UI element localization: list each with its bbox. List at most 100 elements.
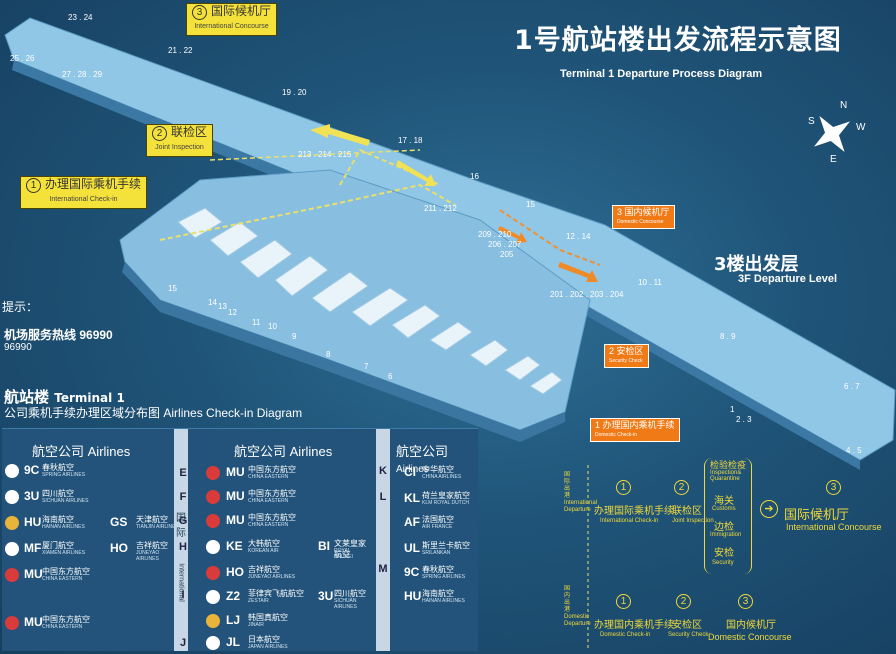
airline-cn: 海南航空 <box>422 589 454 598</box>
airline-code-2: BI <box>318 539 330 553</box>
ocallout-num: 2 <box>609 346 615 356</box>
gate-label: 16 <box>470 172 479 181</box>
airline-cn: 法国航空 <box>422 515 454 524</box>
route-arrow-4 <box>498 226 527 243</box>
gate-label: 213 . 214 . 215 <box>298 150 352 159</box>
diagram-en: Airlines Check-in Diagram <box>163 406 303 420</box>
counter-number: 10 <box>268 322 277 331</box>
international-label: International <box>177 563 185 602</box>
airline-cn: 韩国真航空 <box>248 613 288 622</box>
counter-letter: H <box>179 541 187 553</box>
gate-label: 23 . 24 <box>68 13 93 22</box>
flow-step-en: International Concourse <box>786 522 882 532</box>
airline-en: CHINA EASTERN <box>248 474 289 480</box>
airline-code: CI <box>404 465 416 479</box>
airline-logo-icon <box>206 514 220 528</box>
airline-code: 3U <box>24 489 40 503</box>
callout-cn: 联检区 <box>171 125 208 139</box>
terminal-en: Terminal 1 <box>54 391 125 405</box>
airline-en: CHINA EASTERN <box>42 576 83 582</box>
check-cn: 检验检疫 <box>710 460 747 470</box>
compass-w: W <box>856 122 866 133</box>
airline-en: SICHUAN AIRLINES <box>42 498 89 504</box>
gate-label: 205 <box>500 250 514 259</box>
airline-en: CHINA AIRLINES <box>422 474 462 480</box>
airline-cn: 中国东方航空 <box>42 567 90 576</box>
airline-en-2: TIANJIN AIRLINES <box>136 524 179 530</box>
tip-label: 提示： <box>2 300 39 314</box>
counter-number: 15 <box>168 284 177 293</box>
flow-vertical-intl: 国际出港 International Departure <box>564 472 598 513</box>
flow-step-num: 2 <box>676 594 691 609</box>
route-arrow-2 <box>396 160 436 186</box>
international-cn: 国际 <box>176 513 186 539</box>
airline-logo-icon <box>206 490 220 504</box>
counter-number: 11 <box>252 318 261 327</box>
airline-code: MU <box>226 513 245 527</box>
airline-cn: 厦门航空 <box>42 541 74 550</box>
gate-label: 15 <box>526 200 535 209</box>
airline-code: HU <box>24 515 42 529</box>
gate-label: 19 . 20 <box>282 88 307 97</box>
check-cn: 海关 <box>714 496 734 507</box>
compass-s: S <box>808 116 815 127</box>
airline-en: JUNEYAO AIRLINES <box>248 574 296 580</box>
airline-en: HAINAN AIRLINES <box>42 524 85 530</box>
flow-step-en: Security Check <box>668 632 709 638</box>
airline-code-2: 3U <box>318 589 334 603</box>
airline-code: HU <box>404 589 422 603</box>
counter-letter: I <box>181 589 185 601</box>
ocallout-en: Domestic Concourse <box>617 219 664 225</box>
counter-number: 14 <box>208 298 217 307</box>
flow-step-cn: 办理国际乘机手续 <box>594 506 674 517</box>
legend-header: 航空公司 Airlines <box>234 441 332 460</box>
airline-cn: 日本航空 <box>248 635 280 644</box>
airline-logo-icon <box>206 590 220 604</box>
airline-en: CHINA EASTERN <box>42 624 83 630</box>
flow-step-cn: 国际候机厅 <box>784 507 850 522</box>
airline-en-2: SICHUAN AIRLINES <box>334 598 357 610</box>
gate-label: 209 . 210 <box>478 230 512 239</box>
flow-step-cn: 安检区 <box>672 620 702 631</box>
counter-number: 9 <box>292 332 297 341</box>
airline-cn: 春秋航空 <box>422 565 454 574</box>
counter-letter: M <box>378 563 388 575</box>
airline-en: ZESTAIR <box>248 598 269 604</box>
gate-label: 211 . 212 <box>424 204 457 213</box>
intl-route-3 <box>209 149 421 161</box>
callout-num: 1 <box>26 178 41 193</box>
check-cn: 边检 <box>714 522 734 533</box>
route-arrow-1 <box>310 124 370 146</box>
callout-num: 2 <box>152 126 167 141</box>
airline-en-2: ROYAL BRUNEI <box>334 548 353 560</box>
flow-step-cn: 联检区 <box>672 506 702 517</box>
hotline-number: 96990 <box>79 328 113 342</box>
airline-cn: 斯里兰卡航空 <box>422 541 470 550</box>
airline-code: AF <box>404 515 420 529</box>
airline-logo-icon <box>5 568 19 582</box>
airline-code-2: HO <box>110 541 128 555</box>
airline-cn: 四川航空 <box>42 489 74 498</box>
callout-security: 2 安检区 Security Check <box>604 344 649 368</box>
legend-header-en: Airlines <box>87 444 131 459</box>
airline-code: UL <box>404 541 420 555</box>
compass-n: N <box>840 100 848 111</box>
counter-letter: E <box>179 467 187 479</box>
flow-step-num: 3 <box>738 594 753 609</box>
airline-logo-icon <box>5 464 19 478</box>
flow-step-en: Domestic Concourse <box>708 632 792 642</box>
callout-en: International Check-in <box>49 196 118 203</box>
airline-code: MU <box>226 489 245 503</box>
gate-label: 27 . 28 . 29 <box>62 70 103 79</box>
col3-letter-strip: K L M <box>376 429 390 651</box>
